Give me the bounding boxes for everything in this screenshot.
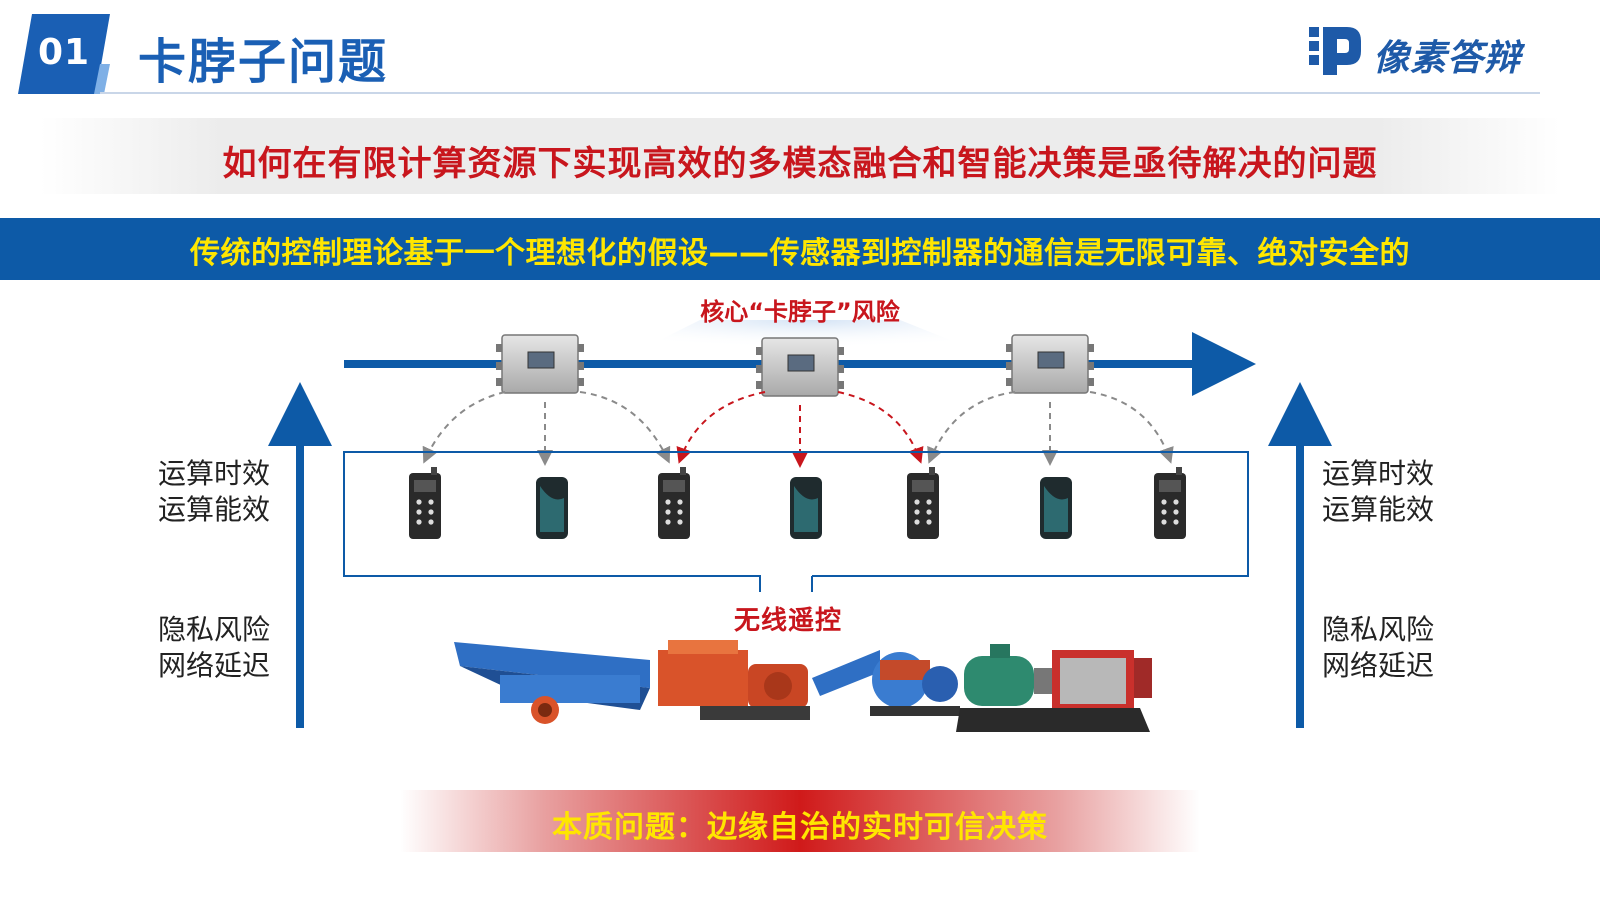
right-label-time: 运算时效 [1322,457,1435,490]
left-label-privacy: 隐私风险 [158,613,271,646]
controller-box-3 [1006,334,1094,394]
device-group-frame [343,451,1249,592]
left-risk-labels: 隐私风险 网络延迟 [158,612,270,684]
handheld-phone-device [1040,477,1072,539]
left-label-time: 运算时效 [158,457,271,490]
right-label-energy: 运算能效 [1322,493,1435,526]
gray-link-arrow [1089,391,1174,464]
wireless-remote-label: 无线遥控 [734,606,843,636]
crusher-roller-machine [812,650,960,716]
gray-link-arrow [422,391,506,464]
logo-text: 像素答辩 [1373,38,1522,79]
left-label-energy: 运算能效 [158,493,271,526]
page-title: 卡脖子问题 [138,34,389,90]
header-divider [100,92,1540,94]
section-number-badge: 01 [18,14,110,94]
scraper-conveyor-machine [454,642,650,724]
assumption-text: 传统的控制理论基于一个理想化的假设——传感器到控制器的通信是无限可靠、绝对安全的 [190,236,1410,271]
red-risk-arrow [676,391,766,464]
handheld-phone-device [536,477,568,539]
core-risk-label: 核心“卡脖子”风险 [700,298,900,326]
right-label-latency: 网络延迟 [1322,649,1435,682]
handheld-keypad-device [409,467,441,539]
logo-mark-icon [1309,27,1361,75]
left-efficiency-labels: 运算时效 运算能效 [158,456,270,528]
handheld-keypad-device [1154,467,1186,539]
right-efficiency-labels: 运算时效 运算能效 [1322,456,1434,528]
right-label-privacy: 隐私风险 [1322,613,1435,646]
section-number: 01 [38,32,91,73]
handheld-phone-device [790,477,822,539]
handheld-keypad-device [658,467,690,539]
gray-link-arrow [927,391,1016,464]
assumption-band [0,218,1600,280]
gray-link-arrow [579,391,671,464]
right-risk-labels: 隐私风险 网络延迟 [1322,612,1434,684]
gearbox-motor-machine [658,640,810,720]
key-question: 如何在有限计算资源下实现高效的多模态融合和智能决策是亟待解决的问题 [222,144,1378,184]
question-band [40,118,1560,194]
control-diagram [268,320,1332,732]
conclusion-band [400,790,1200,852]
brand-logo: 像素答辩 [1307,23,1557,79]
motor-pump-unit [956,644,1152,732]
controller-box-2 [756,337,844,397]
red-risk-arrow [837,391,924,464]
handheld-keypad-device [907,467,939,539]
left-label-latency: 网络延迟 [158,649,271,682]
conclusion-text: 本质问题：边缘自治的实时可信决策 [552,810,1048,845]
controller-box-1 [496,334,584,394]
